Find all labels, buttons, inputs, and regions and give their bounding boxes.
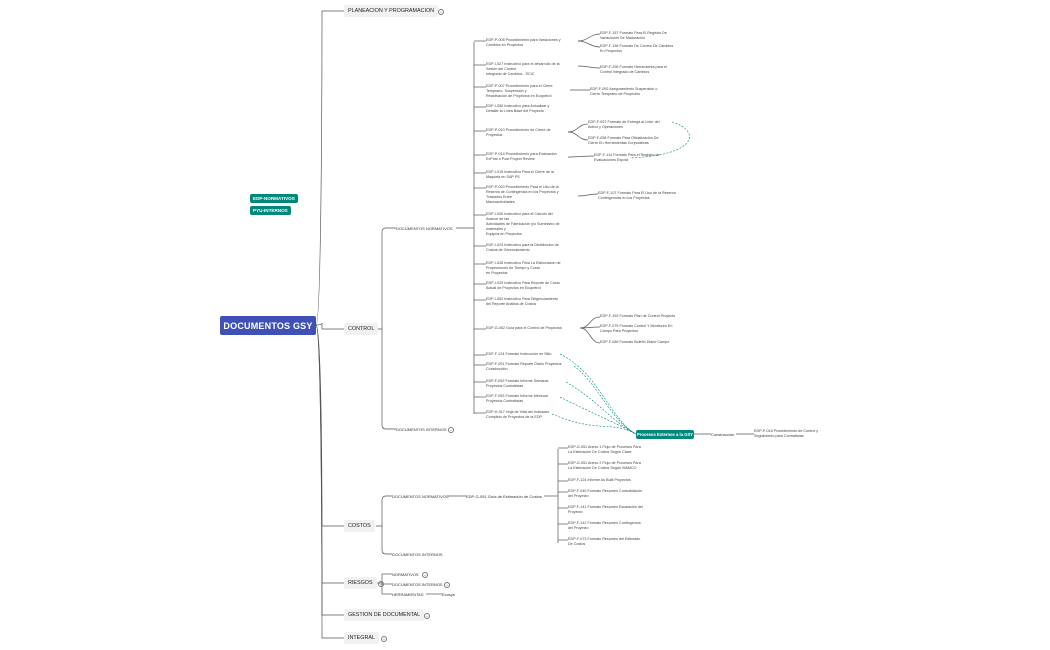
control-doc-item[interactable]: EDP-F-124 Formato Instrucción en Sitio (486, 352, 552, 356)
control-sub-item[interactable]: EDP-F-057 Formato de Entrega al Líder de… (588, 120, 660, 129)
expand-icon[interactable]: + (444, 582, 450, 588)
branch-connector (315, 324, 344, 584)
expand-icon[interactable]: + (422, 572, 428, 578)
branch-riesgos[interactable]: RIESGOS (344, 577, 377, 589)
dashed-connector (629, 121, 690, 159)
branch-connector (577, 40, 601, 48)
costos-doc-item[interactable]: EDP-F-124 Informe As Built Proyectos (568, 478, 631, 482)
control-sub-item[interactable]: EDP-F-075 Formato Control Y Monitoreo En… (600, 324, 673, 333)
costos-internos[interactable]: DOCUMENTOS INTERNOS (392, 552, 443, 557)
control-doc-item[interactable]: EDP-P-005 Procedimiento para Variaciones… (486, 38, 561, 47)
branch-planeacion[interactable]: PLANEACION Y PROGRAMACION (344, 5, 439, 17)
tag-pyu-internos[interactable]: PYU-INTERNOS (250, 206, 291, 215)
control-sub-item[interactable]: EDP-F-058 Formato Para Oficialización De… (588, 136, 659, 145)
control-normativos[interactable]: DOCUMENTOS NORMATIVOS (396, 226, 453, 231)
branch-connector (567, 123, 589, 133)
construccion-doc[interactable]: EDP-P-016 Procedimiento de Control y Seg… (754, 429, 819, 438)
control-doc-item[interactable]: EDP-I-029 Instructivo Para Reporte de Co… (486, 281, 560, 290)
tag-edp-normativos[interactable]: EDP-NORMATIVOS (250, 194, 298, 203)
control-internos[interactable]: DOCUMENTOS INTERNOS (396, 427, 447, 432)
branch-connector (577, 33, 601, 42)
costos-doc-item[interactable]: EDP-G-051 Anexo 1 Flujo de Procesos Para… (568, 445, 641, 454)
branch-connector (579, 327, 601, 344)
control-doc-item[interactable]: EDP-G-062 Guía para el Control de Proyec… (486, 326, 562, 330)
expand-icon[interactable]: + (424, 613, 430, 619)
root-node[interactable]: DOCUMENTOS GSY (220, 316, 316, 335)
costos-guia[interactable]: EDP-G-051 Guía de Estimación de Costos (466, 494, 542, 499)
costos-normativos[interactable]: DOCUMENTOS NORMATIVOS (392, 494, 449, 499)
control-sub-item[interactable]: EDP-F-107 Formato Para El Uso de la Rese… (598, 191, 676, 200)
branch-gestion[interactable]: GESTION DE DOCUMENTAL (344, 609, 425, 621)
branch-connector (577, 65, 601, 69)
branch-costos[interactable]: COSTOS (344, 520, 375, 532)
dashed-connector (551, 413, 637, 435)
riesgos-herramientas[interactable]: HERRAMIENTAS (392, 592, 424, 597)
construccion-label[interactable]: Construcción (711, 432, 735, 437)
expand-icon[interactable]: + (381, 636, 387, 642)
procesos-externos-node[interactable]: Procesos Externos a la GSY (636, 430, 694, 439)
branch-connector (315, 322, 344, 330)
branch-connector (381, 329, 396, 430)
dashed-connector (559, 353, 637, 435)
control-doc-item[interactable]: EDP-I-028 Instructivo Para La Elaboració… (486, 261, 561, 275)
riesgos-internos[interactable]: DOCUMENTOS INTERNOS (392, 582, 443, 587)
branch-connector (579, 316, 601, 329)
branch-connector (315, 324, 344, 639)
branch-connector (315, 10, 344, 326)
control-sub-item[interactable]: EDP-F-089 Formato Boletín Diario Campo (600, 340, 670, 344)
branch-connector (567, 131, 589, 141)
dashed-connector (559, 396, 637, 435)
branch-connector (567, 155, 595, 158)
expand-icon[interactable]: + (438, 9, 444, 15)
branch-connector (376, 495, 392, 527)
control-doc-item[interactable]: EDP-I-027 Instructivo para el desarrollo… (486, 62, 560, 76)
costos-doc-item[interactable]: EDP-F-141 Formato Resumen Escalación del… (568, 505, 643, 514)
control-doc-item[interactable]: EDP-F-051 Formato Reporte Diario Proyect… (486, 362, 562, 371)
branch-connector (315, 324, 344, 527)
control-doc-item[interactable]: EDP-I-026 Instructivo para el Cálculo de… (486, 212, 560, 236)
branch-connector (577, 193, 599, 197)
expand-icon[interactable]: + (448, 427, 454, 433)
riesgos-normativos[interactable]: NORMATIVOS (392, 572, 419, 577)
control-doc-item[interactable]: EDP-I-052 Instructivo Para Diligenciamie… (486, 297, 558, 306)
branch-control[interactable]: CONTROL (344, 323, 379, 335)
branch-connector (376, 227, 396, 330)
control-sub-item[interactable]: EDP-F-163 Formato Plan de Control Proyec… (600, 314, 676, 318)
control-doc-item[interactable]: EDP-I-024 Instructivo para la Distribuci… (486, 243, 559, 252)
branch-integral[interactable]: INTEGRAL (344, 632, 379, 644)
control-doc-item[interactable]: EDP-P-020 Procedimiento Para el Uso de l… (486, 185, 559, 204)
expand-icon[interactable]: + (378, 581, 384, 587)
costos-doc-item[interactable]: EDP-G-051 Anexo 2 Flujo de Procesos Para… (568, 461, 641, 470)
riesgos-ecosys[interactable]: Ecosys (442, 592, 455, 597)
branch-connector (381, 526, 392, 555)
control-doc-item[interactable]: EDP-I-015 Instructivo Para el Cierre de … (486, 170, 554, 179)
dashed-connector (565, 381, 637, 435)
